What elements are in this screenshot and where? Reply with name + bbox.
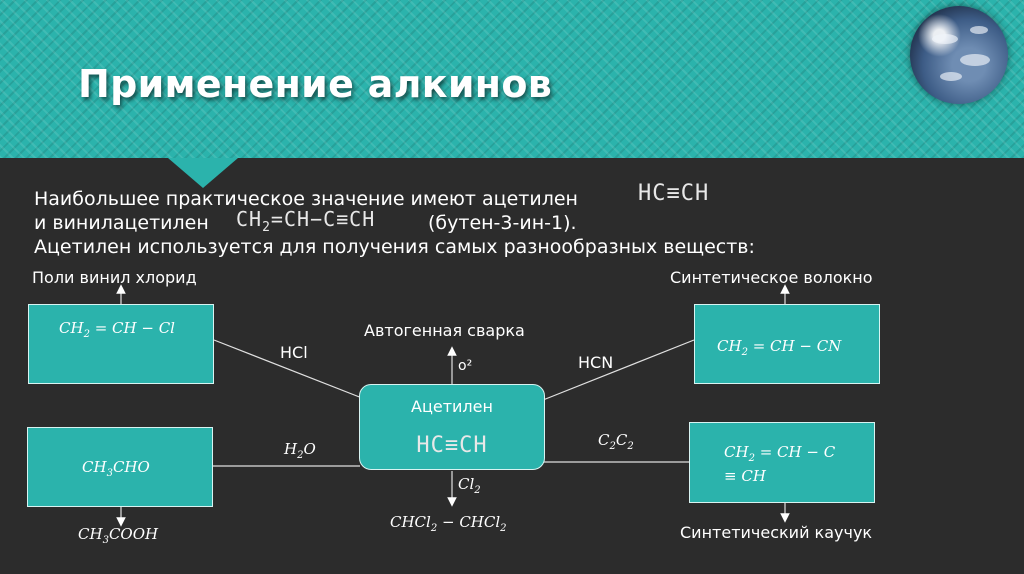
tetrachloroethane-formula: CHCl2 − CHCl2 <box>390 513 507 534</box>
intro-line-1: Наибольшее практическое значение имеют а… <box>34 188 578 210</box>
vinylacetylene-name: (бутен-3-ин-1). <box>428 212 577 234</box>
vinylacetylene-box-formula: CH2 = CH − C <box>724 443 836 464</box>
intro-line-2-text: и винилацетилен <box>34 212 209 234</box>
intro-line-1-text: Наибольшее практическое значение имеют а… <box>34 188 578 210</box>
header-notch <box>168 158 238 188</box>
acetylene-formula: HC≡CH <box>638 181 710 206</box>
reagent-oxygen: o² <box>458 358 473 374</box>
reagent-chlorine: Cl2 <box>458 475 481 496</box>
box-vinyl-chloride: CH2 = CH − Cl <box>28 304 214 384</box>
intro-line-3: Ацетилен используется для получения самы… <box>34 236 755 258</box>
connector-left-top <box>213 339 363 399</box>
header-band <box>0 0 1024 158</box>
page-title: Применение алкинов <box>78 62 553 106</box>
vinyl-chloride-formula: CH2 = CH − Cl <box>59 319 175 340</box>
box-vinylacetylene: CH2 = CH − C ≡ CH <box>689 422 875 503</box>
box-acrylonitrile: CH2 = CH − CN <box>694 304 880 384</box>
box-acetaldehyde: CH3CHO <box>27 427 213 507</box>
intro-line-2: и винилацетилен <box>34 212 209 234</box>
reagent-c2c2: C2C2 <box>598 431 634 452</box>
welding-label: Автогенная сварка <box>364 321 525 340</box>
center-formula: HC≡CH <box>416 433 488 458</box>
reagent-hcl: HCl <box>280 343 308 362</box>
center-name: Ацетилен <box>411 397 493 416</box>
acetaldehyde-formula: CH3CHO <box>82 458 150 479</box>
globe-image <box>910 6 1008 104</box>
synthetic-fiber-label: Синтетическое волокно <box>670 268 873 287</box>
center-acetylene-box: Ацетилен HC≡CH <box>359 384 545 470</box>
synthetic-rubber-label: Синтетический каучук <box>680 523 873 542</box>
reagent-water: H2O <box>284 440 316 461</box>
vinylacetylene-box-formula-line2: ≡ CH <box>724 467 766 485</box>
acetic-acid-formula: CH3COOH <box>78 525 159 546</box>
pvc-label: Поли винил хлорид <box>32 268 197 287</box>
connector-right-top <box>542 339 695 401</box>
vinylacetylene-formula: CH2=CH−C≡CH <box>236 207 376 235</box>
reagent-hcn: HCN <box>578 353 614 372</box>
acrylonitrile-formula: CH2 = CH − CN <box>717 337 842 358</box>
